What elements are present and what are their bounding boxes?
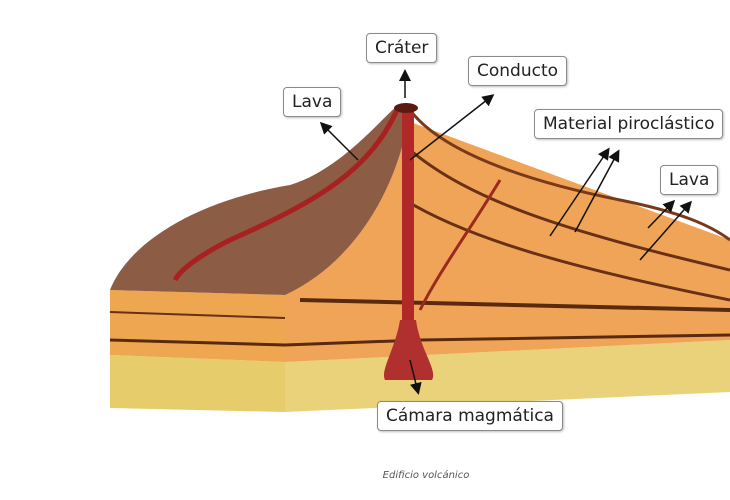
figure-caption: Edificio volcánico — [382, 470, 470, 481]
label-crater: Cráter — [366, 33, 438, 63]
front-face-left — [110, 290, 285, 362]
conduit — [402, 108, 414, 338]
lava-flow-left — [172, 106, 401, 282]
lava-flow-right — [418, 179, 502, 311]
volcano-surface — [110, 105, 410, 295]
crater — [394, 103, 418, 113]
label-lava-left: Lava — [283, 87, 342, 117]
magma-chamber — [383, 320, 434, 380]
label-pyroclastic-material: Material piroclástico — [534, 109, 724, 139]
label-lava-right: Lava — [660, 165, 719, 195]
label-magma-chamber: Cámara magmática — [377, 401, 563, 431]
base-layer-left — [110, 355, 285, 412]
label-conduit: Conducto — [468, 56, 568, 86]
